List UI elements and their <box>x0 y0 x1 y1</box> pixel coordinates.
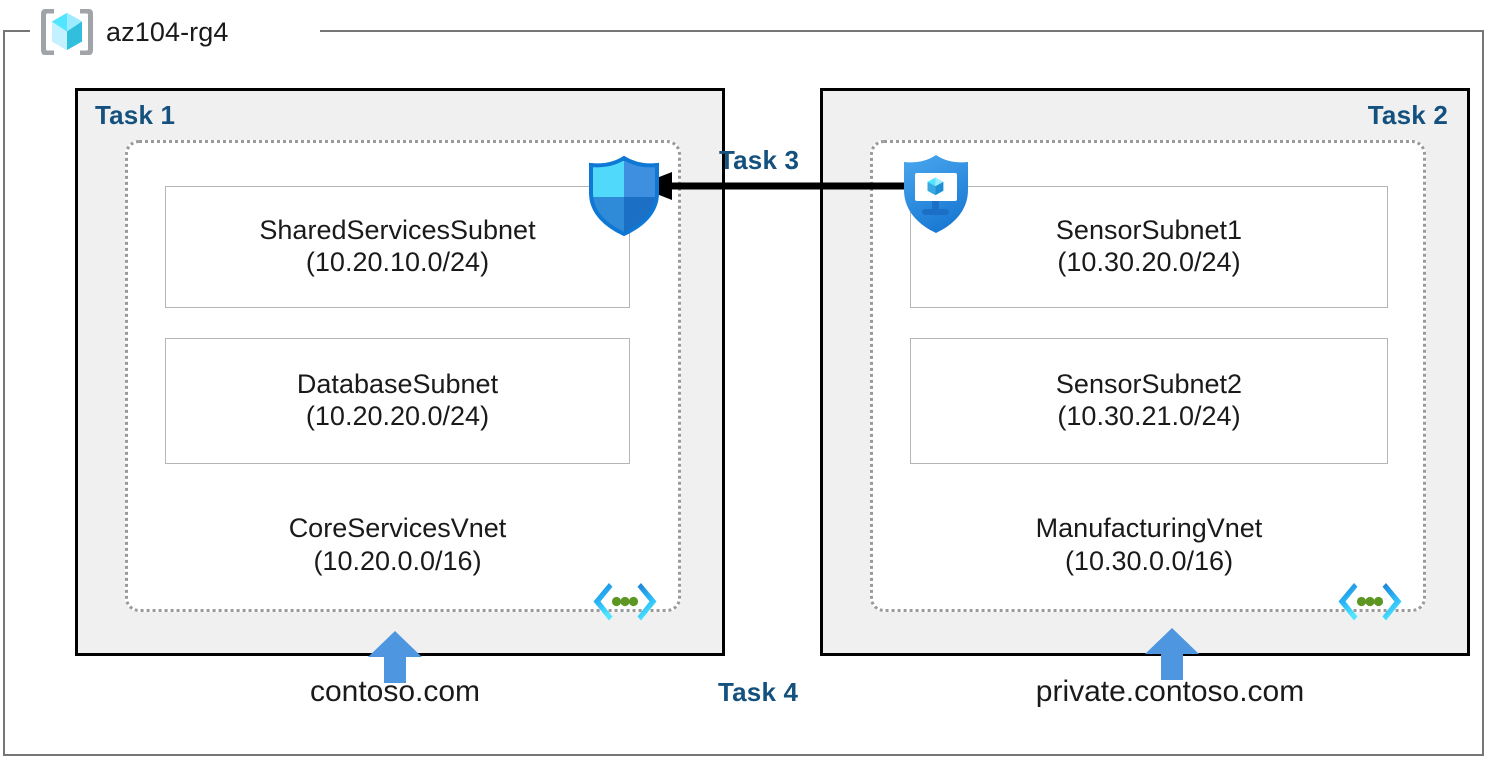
vnet-name: ManufacturingVnet <box>1035 513 1263 543</box>
resource-group-name: az104-rg4 <box>106 16 229 47</box>
subnet-box-sharedservicessubnet: SharedServicesSubnet (10.20.10.0/24) <box>165 186 630 308</box>
firewall-shield-icon <box>583 155 665 237</box>
vnet-cidr: (10.30.0.0/16) <box>1064 545 1234 576</box>
vnet-label-manufacturingvnet: ManufacturingVnet (10.30.0.0/16) <box>910 512 1388 578</box>
subnet-name: SensorSubnet2 <box>1055 369 1243 400</box>
resource-group-frame <box>3 30 1484 756</box>
subnet-cidr: (10.30.21.0/24) <box>1057 401 1241 431</box>
subnet-name: SharedServicesSubnet <box>259 215 536 246</box>
subnet-cidr: (10.30.20.0/24) <box>1057 247 1241 277</box>
task-label-1: Task 1 <box>95 100 176 130</box>
subnet-name: DatabaseSubnet <box>296 369 499 400</box>
dns-zone-label-contoso: contoso.com <box>309 675 481 708</box>
subnet-box-sensorsubnet2: SensorSubnet2 (10.30.21.0/24) <box>910 338 1388 464</box>
resource-group-header: az104-rg4 <box>38 4 228 60</box>
dns-up-arrow-icon <box>1145 628 1199 680</box>
virtual-network-icon <box>1337 580 1403 624</box>
task-label-3: Task 3 <box>719 145 800 175</box>
vnet-cidr: (10.20.0.0/16) <box>313 545 482 576</box>
dns-up-arrow-icon <box>368 631 422 683</box>
bastion-shield-monitor-icon <box>898 152 974 236</box>
subnet-cidr: (10.20.20.0/24) <box>305 401 490 431</box>
resource-group-cube-icon <box>38 6 96 58</box>
virtual-network-icon <box>592 580 658 624</box>
dns-zone-label-private-contoso: private.contoso.com <box>1035 675 1305 708</box>
task-label-2: Task 2 <box>1367 100 1448 130</box>
subnet-box-sensorsubnet1: SensorSubnet1 (10.30.20.0/24) <box>910 186 1388 308</box>
task-label-4: Task 4 <box>718 677 799 707</box>
subnet-name: SensorSubnet1 <box>1055 215 1243 246</box>
vnet-name: CoreServicesVnet <box>288 513 507 543</box>
subnet-box-databasesubnet: DatabaseSubnet (10.20.20.0/24) <box>165 338 630 464</box>
subnet-cidr: (10.20.10.0/24) <box>305 247 490 277</box>
vnet-label-coreservicesvnet: CoreServicesVnet (10.20.0.0/16) <box>165 512 630 578</box>
